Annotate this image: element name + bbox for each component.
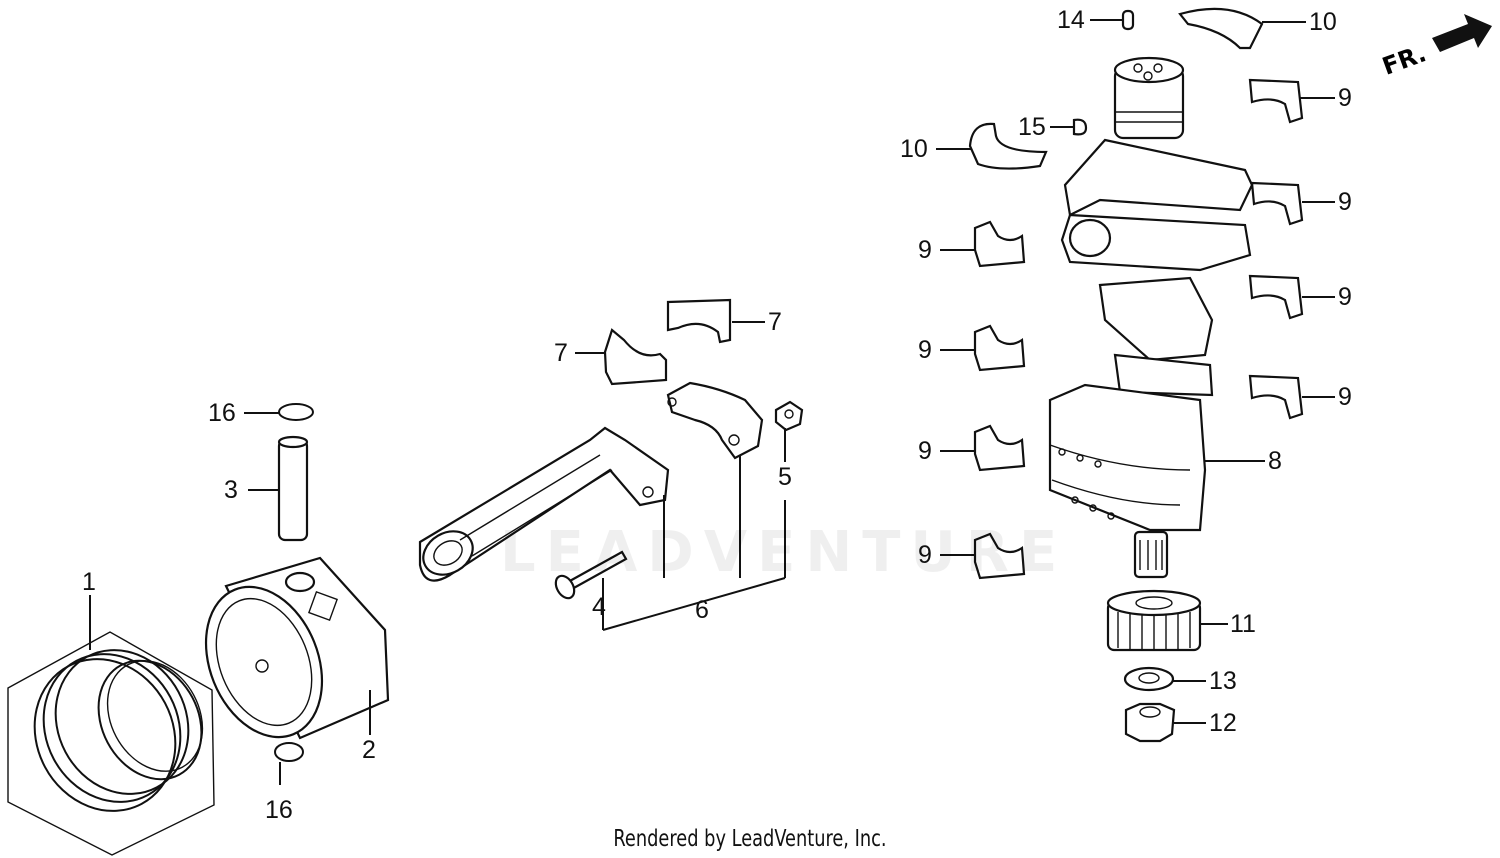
crankshaft-drawing[interactable]	[1048, 56, 1254, 579]
thrust-washer-top[interactable]	[1178, 7, 1264, 50]
connecting-rod-drawing[interactable]	[415, 426, 670, 583]
callout-9-main-bearing-right-3[interactable]: 9	[1338, 283, 1352, 311]
piston-pin-clip-bottom[interactable]	[274, 742, 304, 762]
callout-3-piston-pin[interactable]: 3	[224, 476, 238, 504]
callout-9-main-bearing-left-2[interactable]: 9	[918, 336, 932, 364]
main-bearing-left-4[interactable]	[973, 532, 1026, 580]
connecting-rod-nut-drawing[interactable]	[774, 400, 804, 432]
callout-5-rod-nut[interactable]: 5	[778, 463, 792, 491]
piston-pin-drawing[interactable]	[277, 435, 309, 542]
piston-rings-drawing[interactable]	[7, 627, 221, 856]
callout-8-crankshaft[interactable]: 8	[1268, 447, 1282, 475]
main-bearing-right-2[interactable]	[1250, 181, 1304, 226]
crank-washer-drawing[interactable]	[1123, 666, 1175, 692]
crank-nut-drawing[interactable]	[1124, 702, 1176, 743]
piston-drawing[interactable]	[185, 556, 390, 755]
callout-7-rod-bearing-upper[interactable]: 7	[768, 308, 782, 336]
callout-12-crank-nut[interactable]: 12	[1209, 709, 1237, 737]
callout-16-clip-bottom[interactable]: 16	[265, 796, 293, 824]
callout-14-dowel-pin[interactable]: 14	[1057, 6, 1085, 34]
main-bearing-left-2[interactable]	[973, 324, 1026, 372]
main-bearing-right-3[interactable]	[1248, 274, 1304, 320]
connecting-rod-bolt-drawing[interactable]	[552, 550, 628, 601]
main-bearing-right-4[interactable]	[1248, 374, 1304, 420]
main-bearing-left-1[interactable]	[973, 220, 1026, 268]
dowel-pin-14[interactable]	[1121, 9, 1135, 31]
callout-9-main-bearing-right-4[interactable]: 9	[1338, 383, 1352, 411]
rod-bearing-lower[interactable]	[603, 328, 668, 386]
rod-bearing-upper[interactable]	[666, 298, 732, 344]
render-credit-footer: Rendered by LeadVenture, Inc.	[613, 826, 887, 852]
callout-1-piston-rings[interactable]: 1	[82, 568, 96, 596]
timing-gear-drawing[interactable]	[1106, 589, 1202, 652]
callout-9-main-bearing-left-3[interactable]: 9	[918, 437, 932, 465]
callout-6-connecting-rod[interactable]: 6	[695, 596, 709, 624]
callout-10-thrust-washer-top[interactable]: 10	[1309, 8, 1337, 36]
piston-pin-clip-top[interactable]	[278, 403, 314, 421]
watermark: LEADVENTURE	[500, 520, 1068, 585]
thrust-washer-left[interactable]	[968, 122, 1048, 170]
main-bearing-left-3[interactable]	[973, 424, 1026, 472]
callout-10-thrust-washer-left[interactable]: 10	[900, 135, 928, 163]
callout-13-crank-washer[interactable]: 13	[1209, 667, 1237, 695]
connecting-rod-cap-drawing[interactable]	[666, 381, 764, 460]
callout-16-clip-top[interactable]: 16	[208, 399, 236, 427]
callout-9-main-bearing-left-1[interactable]: 9	[918, 236, 932, 264]
callout-11-timing-gear[interactable]: 11	[1230, 610, 1256, 638]
callout-9-main-bearing-left-4[interactable]: 9	[918, 541, 932, 569]
front-direction-arrow-icon	[1432, 14, 1492, 52]
callout-9-main-bearing-right-1[interactable]: 9	[1338, 84, 1352, 112]
callout-9-main-bearing-right-2[interactable]: 9	[1338, 188, 1352, 216]
main-bearing-right-1[interactable]	[1248, 78, 1304, 124]
callout-7-rod-bearing-lower[interactable]: 7	[554, 339, 568, 367]
leader-lines	[89, 19, 1335, 785]
callout-2-piston[interactable]: 2	[362, 736, 376, 764]
key-15[interactable]	[1072, 118, 1088, 136]
callout-4-rod-bolt[interactable]: 4	[592, 593, 606, 621]
callout-15-key[interactable]: 15	[1018, 113, 1046, 141]
